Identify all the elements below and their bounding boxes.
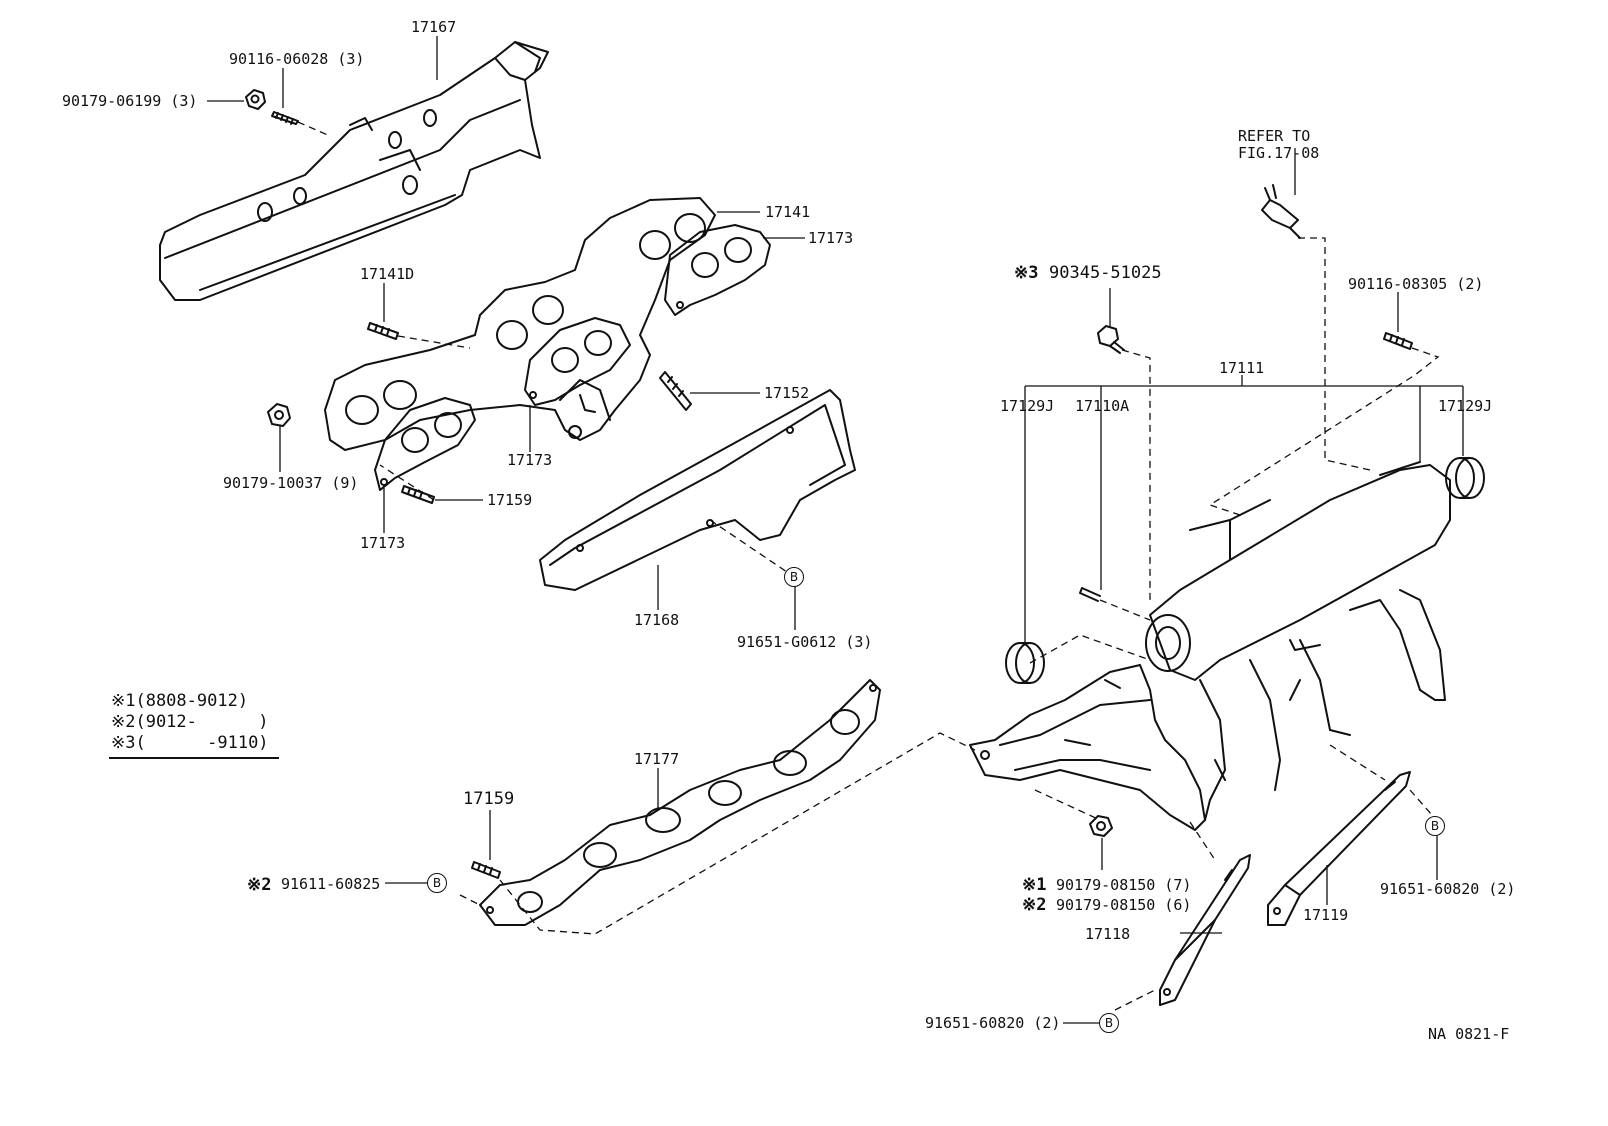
label-17129J-left: 17129J [1000, 397, 1055, 415]
b-marker-3: B [1425, 816, 1445, 836]
ring-17129J-left [1005, 642, 1045, 684]
label-17141: 17141 [765, 203, 811, 221]
label-17110A: 17110A [1075, 397, 1130, 415]
stay-17119 [1267, 771, 1411, 926]
label-91651-60820-right: 91651-60820 (2) [1380, 880, 1516, 898]
b-marker-1: B [784, 567, 804, 587]
label-17177: 17177 [634, 750, 680, 768]
mark-1-nut: ※1 [1022, 875, 1047, 895]
stud-17141D [367, 322, 399, 340]
label-91611-60825: 91611-60825 [281, 875, 381, 893]
gasket-17173-top [664, 224, 771, 316]
stud-17159-lower [471, 861, 501, 879]
ring-17129J-right [1445, 457, 1485, 499]
label-90179-06199: 90179-06199 (3) [62, 92, 198, 110]
heat-insulator-17167 [159, 41, 549, 301]
label-17173-mid: 17173 [507, 451, 553, 469]
label-17173-low: 17173 [360, 534, 406, 552]
nut-90179-10037 [267, 403, 291, 427]
label-90179-08150-7: 90179-08150 (7) [1056, 876, 1192, 894]
label-17118: 17118 [1085, 925, 1131, 943]
label-17129J-right: 17129J [1438, 397, 1493, 415]
label-17111: 17111 [1219, 359, 1265, 377]
label-17173-top: 17173 [808, 229, 854, 247]
gasket-17177 [479, 679, 881, 926]
b-marker-2: B [427, 873, 447, 893]
label-90345-51025: 90345-51025 [1049, 263, 1162, 283]
label-refer-fig: REFER TO FIG.17-08 [1238, 127, 1320, 162]
assembly-lines [297, 121, 1440, 1011]
legend-underline [109, 757, 279, 759]
insulator-17168 [539, 389, 856, 591]
stay-17118 [1159, 854, 1251, 1006]
label-90116-06028: 90116-06028 (3) [229, 50, 365, 68]
sensor-refer-fig [1261, 184, 1301, 239]
legend-line-3: ※3( -9110) [111, 733, 269, 753]
label-17167: 17167 [411, 18, 457, 36]
stud-17152 [659, 371, 692, 411]
label-17159-upper: 17159 [487, 491, 533, 509]
nut-90179-08150 [1089, 815, 1113, 837]
stud-90116-08305 [1383, 332, 1413, 350]
b-marker-4: B [1099, 1013, 1119, 1033]
mark-3-bolt: ※3 [1014, 263, 1039, 283]
legend-line-1: ※1(8808-9012) [111, 691, 249, 711]
label-17119: 17119 [1303, 906, 1349, 924]
label-17168: 17168 [634, 611, 680, 629]
mark-2-nut: ※2 [1022, 895, 1047, 915]
label-90179-10037: 90179-10037 (9) [223, 474, 359, 492]
label-17152: 17152 [764, 384, 810, 402]
mark-2-bolt: ※2 [247, 875, 272, 895]
exhaust-manifold-17141 [324, 197, 716, 451]
bolt-90345-51025 [1097, 325, 1125, 354]
label-90179-08150-6: 90179-08150 (6) [1056, 896, 1192, 914]
gasket-17173-low [374, 397, 476, 491]
intake-manifold-17111 [969, 461, 1451, 831]
leader-lines [207, 36, 1464, 1024]
stud-90116-06028 [271, 111, 299, 125]
pin-17110A [1079, 587, 1101, 602]
stud-17159-upper [401, 485, 435, 504]
label-91651-G0612: 91651-G0612 (3) [737, 633, 873, 651]
gasket-17173-mid [524, 317, 631, 406]
legend-line-2: ※2(9012- ) [111, 712, 269, 732]
label-17159-lower: 17159 [463, 789, 515, 809]
label-90116-08305: 90116-08305 (2) [1348, 275, 1484, 293]
diagram-code: NA 0821-F [1428, 1025, 1510, 1043]
label-91651-60820-bottom: 91651-60820 (2) [925, 1014, 1061, 1032]
nut-90179-06199 [245, 89, 266, 110]
label-17141D: 17141D [360, 265, 415, 283]
